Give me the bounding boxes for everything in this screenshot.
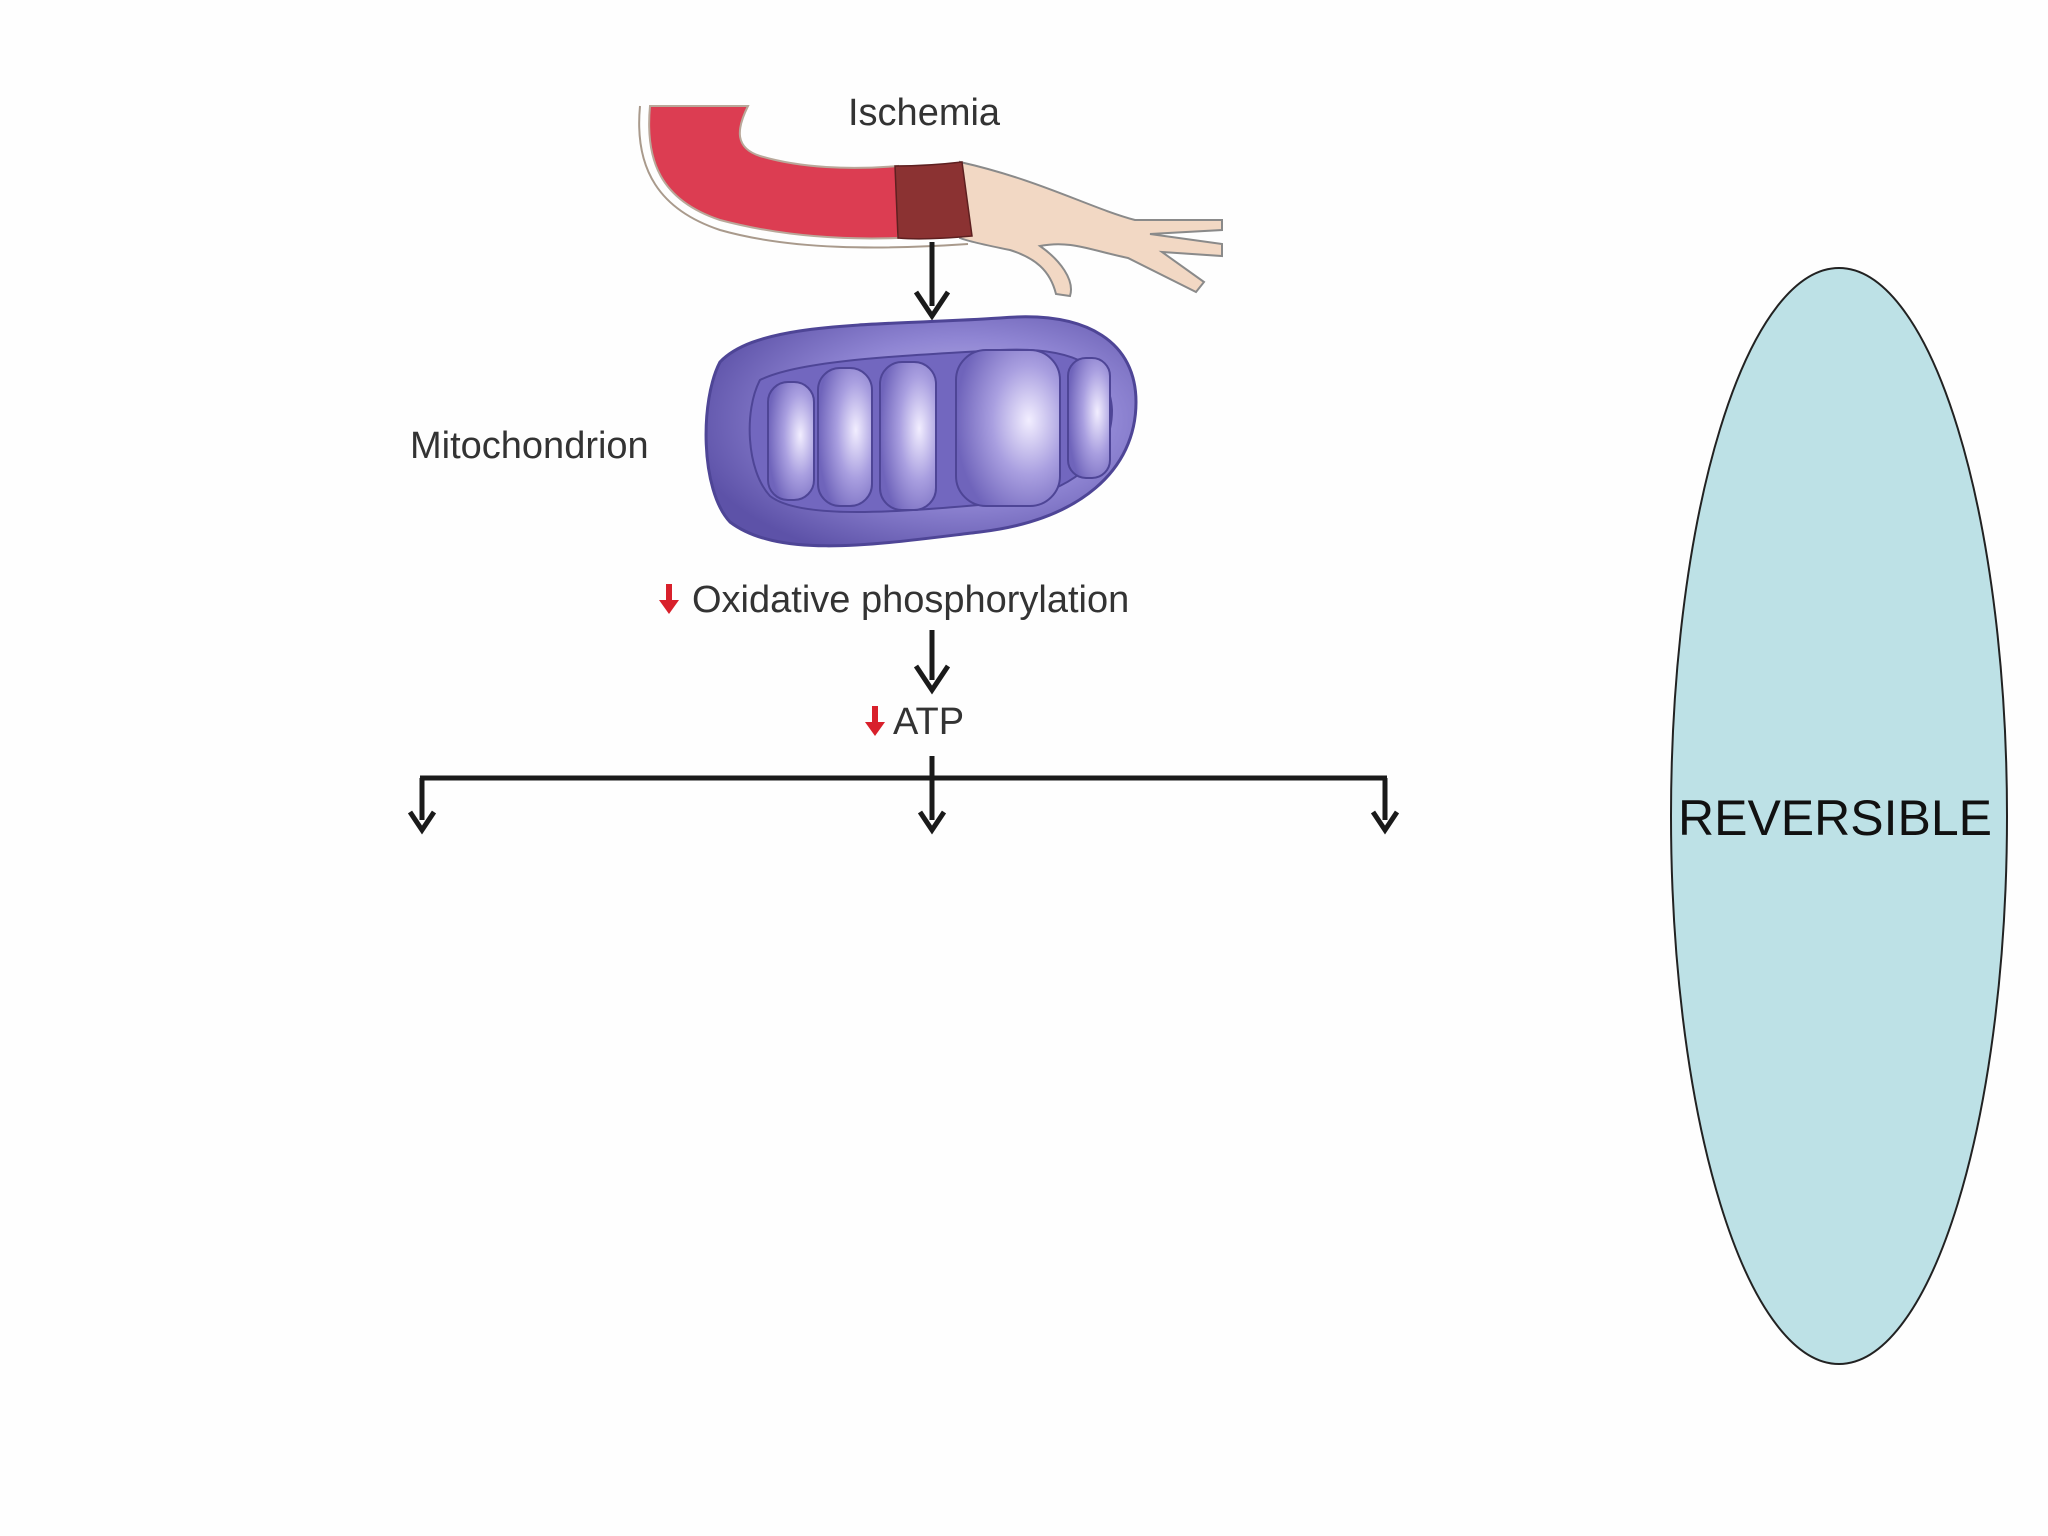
ischemia-label: Ischemia — [848, 92, 1001, 134]
decrease-arrow-icon — [659, 584, 679, 614]
atp-label: ATP — [893, 701, 965, 743]
reversible-ellipse — [1670, 267, 2008, 1365]
branch-arrows — [407, 756, 1400, 835]
arrow-down-icon — [913, 630, 951, 695]
arrow-down-icon — [917, 810, 947, 835]
blood-vessel-icon — [638, 105, 1223, 298]
reversible-label: REVERSIBLE — [1678, 790, 1993, 846]
arrow-down-icon — [407, 810, 437, 835]
clot-icon — [894, 161, 973, 240]
mitochondrion-label: Mitochondrion — [410, 425, 649, 467]
decrease-arrow-icon — [865, 706, 885, 736]
arrow-down-icon — [913, 242, 951, 321]
arrow-down-icon — [1370, 810, 1400, 835]
oxidative-phosphorylation-label: Oxidative phosphorylation — [692, 579, 1130, 621]
mitochondrion-icon — [704, 315, 1138, 548]
